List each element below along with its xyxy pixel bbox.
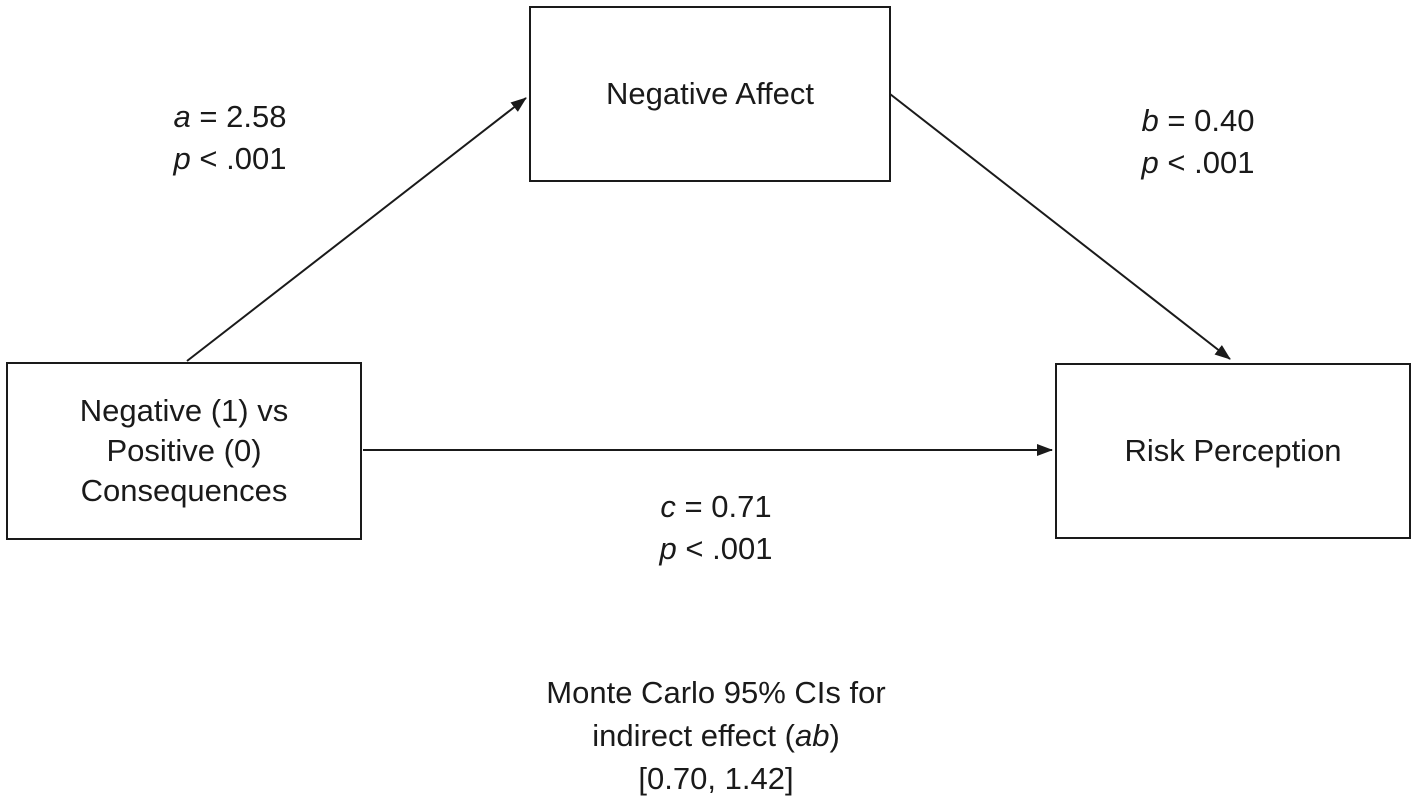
path-c-pvalue: p < .001: [660, 528, 773, 570]
path-a-p-value: < .001: [190, 141, 287, 176]
path-c-coefficient: c = 0.71: [660, 486, 773, 528]
path-a-coefficient: a = 2.58: [174, 96, 287, 138]
caption-confidence-interval: [0.70, 1.42]: [638, 761, 794, 796]
caption-line-2: indirect effect (ab): [546, 714, 885, 757]
caption: Monte Carlo 95% CIs for indirect effect …: [546, 671, 885, 800]
path-b-coefficient: b = 0.40: [1142, 100, 1255, 142]
path-c-value: = 0.71: [675, 489, 772, 524]
path-b-label: b = 0.40 p < .001: [1142, 100, 1255, 184]
path-a-p-variable: p: [173, 141, 191, 176]
path-b-variable: b: [1141, 103, 1159, 138]
predictor-line-3: Consequences: [80, 473, 288, 508]
mediator-box-label: Negative Affect: [606, 76, 814, 111]
path-a-arrow: [186, 97, 527, 362]
path-c-p-variable: p: [659, 531, 677, 566]
path-c-label: c = 0.71 p < .001: [660, 486, 773, 570]
caption-indirect-effect-term: ab: [794, 718, 830, 753]
predictor-line-1: Negative (1) vs: [79, 393, 289, 428]
path-a-pvalue: p < .001: [174, 138, 287, 180]
path-c-p-value: < .001: [676, 531, 773, 566]
outcome-box: Risk Perception: [1055, 363, 1411, 539]
caption-line-1: Monte Carlo 95% CIs for: [546, 675, 886, 710]
mediator-box: Negative Affect: [529, 6, 891, 182]
path-a-label: a = 2.58 p < .001: [174, 96, 287, 180]
path-a-variable: a: [173, 99, 191, 134]
path-b-p-variable: p: [1141, 145, 1159, 180]
path-b-pvalue: p < .001: [1142, 142, 1255, 184]
path-c-variable: c: [660, 489, 676, 524]
path-a-value: = 2.58: [190, 99, 287, 134]
path-b-value: = 0.40: [1158, 103, 1255, 138]
caption-line-2-suffix: ): [829, 718, 840, 753]
path-b-p-value: < .001: [1158, 145, 1255, 180]
predictor-box-label: Negative (1) vs Positive (0) Consequence…: [80, 391, 288, 511]
path-b-arrow: [889, 93, 1231, 360]
predictor-box: Negative (1) vs Positive (0) Consequence…: [6, 362, 362, 540]
outcome-box-label: Risk Perception: [1124, 433, 1342, 468]
caption-line-2-prefix: indirect effect (: [592, 718, 795, 753]
predictor-line-2: Positive (0): [106, 433, 262, 468]
